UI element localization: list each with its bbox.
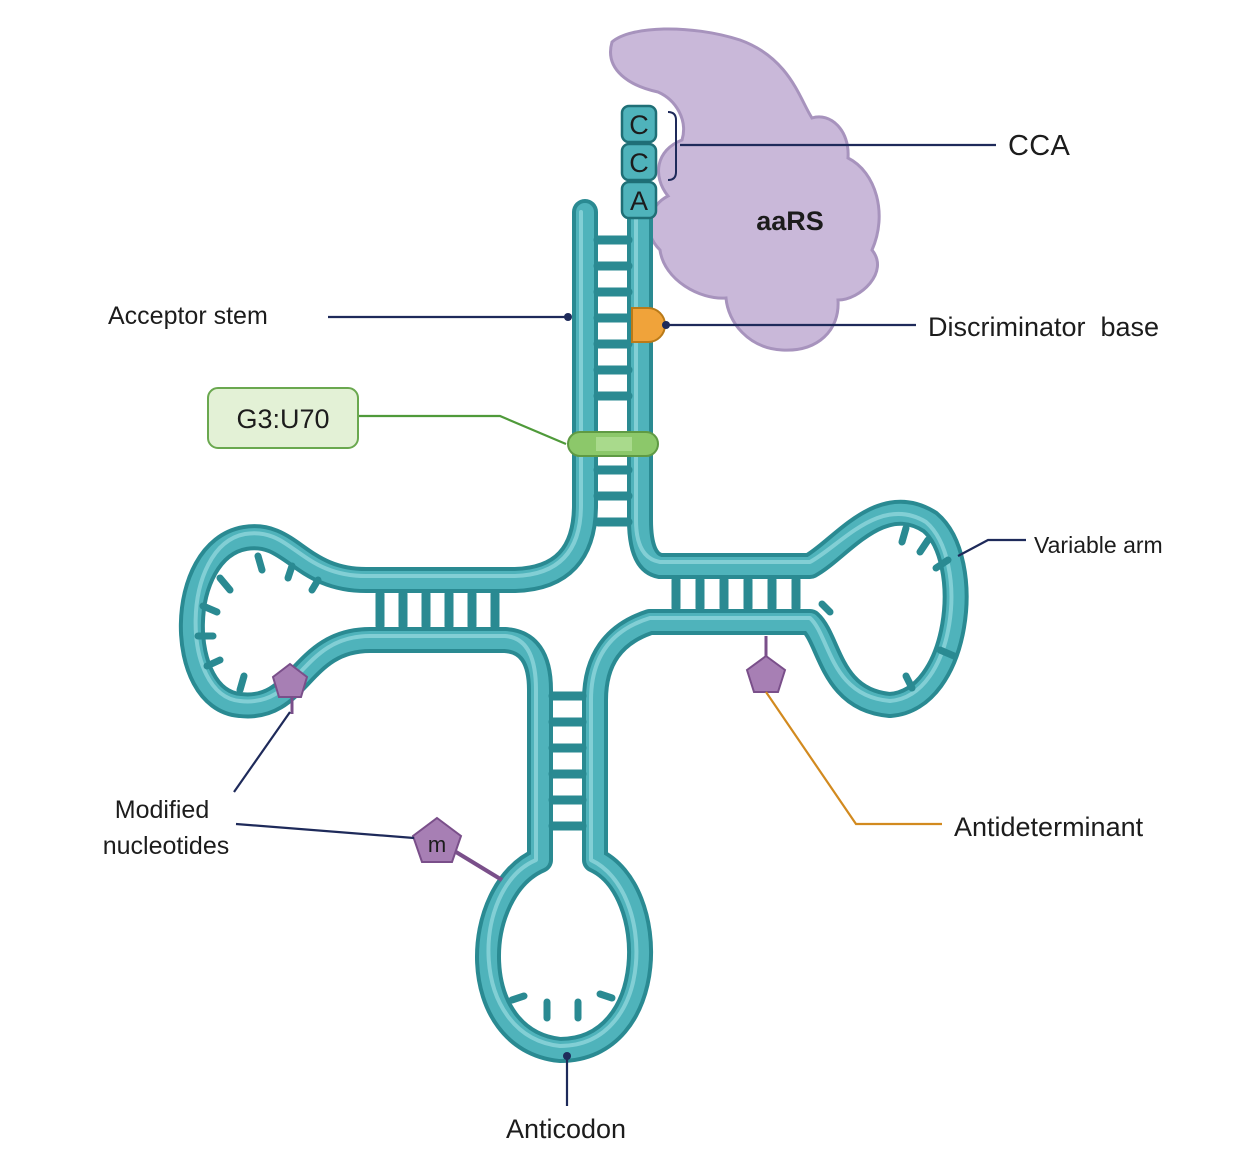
cca-label: CCA: [1008, 130, 1070, 162]
cca-base-2: C: [620, 142, 658, 182]
modified-anticodon-leader: [235, 822, 415, 840]
antideterminant-leader: [765, 691, 942, 826]
modified-nucleotide-t-arm: [745, 636, 787, 693]
variable-arm-label: Variable arm: [1034, 532, 1163, 558]
cca-base-1: C: [620, 104, 658, 144]
modified-mark-label: m: [428, 832, 446, 857]
t-loop-ticks: [818, 524, 958, 692]
modified-nucleotides-label-line2: nucleotides: [103, 832, 229, 860]
antideterminant-label: Antideterminant: [954, 812, 1144, 842]
d-loop-ticks: [194, 552, 322, 694]
variable-arm-leader: [957, 538, 1026, 557]
leader-lines: [233, 143, 1026, 1106]
acceptor-stem-label: Acceptor stem: [108, 302, 268, 330]
cca-end: C C A: [620, 104, 677, 220]
modified-nucleotide-d-loop: [271, 662, 309, 714]
discriminator-base-label: Discriminator base: [928, 312, 1159, 342]
t-arm-pairs: [671, 575, 801, 613]
discriminator-base-marker: [631, 307, 666, 343]
modified-nucleotides-label-line1: Modified: [115, 796, 210, 824]
svg-text:C: C: [629, 110, 649, 140]
g3u70-leader: [358, 414, 567, 446]
aars-label: aaRS: [756, 206, 824, 236]
g3u70-callout: G3:U70: [207, 387, 359, 449]
base-pairs: [194, 235, 958, 1022]
cca-base-3: A: [620, 180, 658, 220]
modified-d-leader: [233, 711, 291, 793]
g3u70-label: G3:U70: [236, 404, 329, 434]
cca-bracket: [667, 111, 677, 181]
svg-text:A: A: [630, 186, 648, 216]
d-arm-pairs: [375, 589, 500, 631]
modified-nucleotide-anticodon: m: [411, 816, 504, 882]
anticodon-stem-pairs: [548, 691, 587, 831]
acceptor-stem-pairs: [593, 235, 633, 527]
trna-backbone: [178, 179, 969, 1063]
anticodon-label: Anticodon: [506, 1114, 626, 1144]
anticodon-loop-ticks: [508, 990, 616, 1022]
g3u70-pair-marker: [567, 431, 659, 457]
svg-text:C: C: [629, 148, 649, 178]
